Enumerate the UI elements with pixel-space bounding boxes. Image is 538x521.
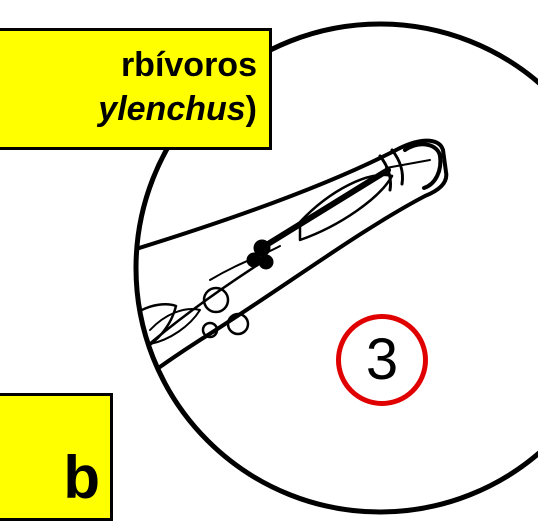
label-line1: rbívoros — [121, 46, 257, 84]
feeding-group-label: rbívoros ylenchus) — [0, 28, 272, 150]
secondary-label: b — [0, 393, 113, 521]
cell — [46, 338, 66, 358]
secondary-label-fragment: b — [63, 448, 100, 508]
step-number: 3 — [366, 331, 398, 389]
label-closing-paren: ) — [246, 90, 257, 128]
gland-lobe — [93, 344, 132, 395]
step-number-badge: 3 — [336, 314, 428, 406]
genus-name: ylenchus — [98, 90, 245, 128]
